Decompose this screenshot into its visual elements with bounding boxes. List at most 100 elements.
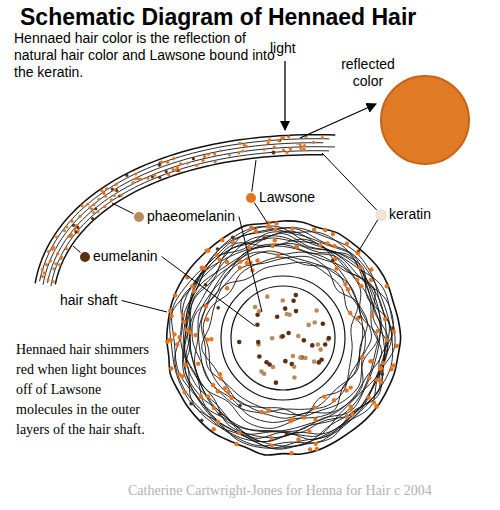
pigment-dot bbox=[218, 376, 222, 380]
pigment-dot bbox=[345, 414, 349, 418]
pigment-dot bbox=[331, 259, 335, 263]
explanation-note: Hennaed hair shimmers red when light bou… bbox=[16, 340, 156, 440]
pigment-dot bbox=[201, 159, 204, 162]
pigment-dot bbox=[213, 152, 216, 155]
pigment-dot bbox=[267, 141, 270, 144]
pigment-dot bbox=[47, 250, 50, 253]
pigment-dot bbox=[216, 389, 220, 393]
melanin-dot bbox=[255, 322, 260, 327]
pigment-dot bbox=[379, 366, 383, 370]
pigment-dot bbox=[96, 210, 99, 213]
pigment-dot bbox=[125, 174, 128, 177]
pigment-dot bbox=[218, 412, 222, 416]
pigment-dot bbox=[255, 258, 259, 262]
legend-swatch bbox=[246, 193, 256, 203]
pigment-dot bbox=[303, 148, 306, 151]
legend-text: keratin bbox=[389, 206, 431, 223]
pigment-dot bbox=[348, 311, 352, 315]
melanin-dot bbox=[294, 293, 299, 298]
pigment-dot bbox=[287, 135, 290, 138]
pigment-dot bbox=[102, 192, 105, 195]
pigment-dot bbox=[369, 278, 373, 282]
pigment-dot bbox=[331, 258, 335, 262]
melanin-dot bbox=[312, 320, 317, 325]
pigment-dot bbox=[72, 224, 75, 227]
pigment-dot bbox=[172, 332, 176, 336]
pigment-dot bbox=[204, 283, 208, 287]
pigment-dot bbox=[45, 263, 48, 266]
pigment-dot bbox=[268, 138, 271, 141]
melanin-dot bbox=[319, 357, 324, 362]
pigment-dot bbox=[120, 194, 123, 197]
melanin-dot bbox=[294, 309, 299, 314]
keratin-mesh bbox=[192, 251, 372, 423]
reflection-arrow bbox=[300, 104, 376, 138]
leader-line bbox=[322, 153, 377, 210]
pigment-dot bbox=[203, 155, 206, 158]
pigment-dot bbox=[269, 436, 273, 440]
pigment-dot bbox=[52, 267, 55, 270]
pigment-dot bbox=[186, 162, 189, 165]
pigment-dot bbox=[273, 146, 276, 149]
pigment-dot bbox=[259, 410, 263, 414]
legend-entry: phaeomelanin bbox=[134, 208, 235, 225]
pigment-dot bbox=[296, 142, 299, 145]
pigment-dot bbox=[313, 417, 317, 421]
pigment-dot bbox=[225, 286, 229, 290]
keratin-mesh bbox=[201, 256, 363, 414]
pigment-dot bbox=[321, 136, 324, 139]
pigment-dot bbox=[97, 198, 100, 201]
pigment-dot bbox=[70, 220, 73, 223]
pigment-dot bbox=[295, 245, 299, 249]
pigment-dot bbox=[385, 338, 389, 342]
pigment-dot bbox=[214, 160, 217, 163]
pigment-dot bbox=[372, 400, 376, 404]
pigment-dot bbox=[229, 396, 233, 400]
melanin-dot bbox=[314, 308, 319, 313]
pigment-dot bbox=[166, 161, 169, 164]
pigment-dot bbox=[167, 173, 170, 176]
pigment-dot bbox=[169, 366, 173, 370]
melanin-dot bbox=[274, 380, 279, 385]
pigment-dot bbox=[139, 178, 142, 181]
keratin-mesh bbox=[185, 236, 390, 440]
pigment-dot bbox=[192, 157, 195, 160]
pigment-dot bbox=[217, 258, 221, 262]
node-label: reflected color bbox=[328, 56, 408, 90]
pigment-dot bbox=[78, 215, 81, 218]
pigment-dot bbox=[358, 265, 362, 269]
melanin-dot bbox=[296, 334, 301, 339]
keratin-mesh bbox=[202, 262, 366, 416]
pigment-dot bbox=[392, 363, 396, 367]
melanin-dot bbox=[312, 359, 317, 364]
pigment-dot bbox=[91, 217, 94, 220]
melanin-dot bbox=[237, 340, 242, 345]
cuticle-edge bbox=[167, 221, 401, 455]
melanin-dot bbox=[306, 323, 311, 328]
pigment-dot bbox=[285, 432, 289, 436]
pigment-dot bbox=[196, 362, 200, 366]
pigment-dot bbox=[132, 181, 135, 184]
pigment-dot bbox=[212, 406, 216, 410]
strand-fiber bbox=[51, 151, 329, 286]
pigment-dot bbox=[289, 451, 293, 455]
pigment-dot bbox=[370, 359, 374, 363]
pigment-dot bbox=[46, 278, 49, 281]
melanin-dot bbox=[292, 375, 297, 380]
pigment-dot bbox=[225, 260, 229, 264]
pigment-dot bbox=[183, 390, 187, 394]
melanin-dot bbox=[257, 354, 262, 359]
pigment-dot bbox=[209, 337, 213, 341]
keratin-mesh bbox=[184, 234, 381, 438]
strand-fiber bbox=[55, 155, 323, 285]
pigment-dot bbox=[182, 320, 186, 324]
melanin-dot bbox=[270, 336, 275, 341]
pigment-dot bbox=[315, 447, 319, 451]
pigment-dot bbox=[375, 378, 379, 382]
pigment-dot bbox=[177, 335, 181, 339]
pigment-dot bbox=[169, 338, 173, 342]
pigment-dot bbox=[332, 244, 336, 248]
pigment-dot bbox=[378, 367, 382, 371]
pigment-dot bbox=[350, 412, 354, 416]
